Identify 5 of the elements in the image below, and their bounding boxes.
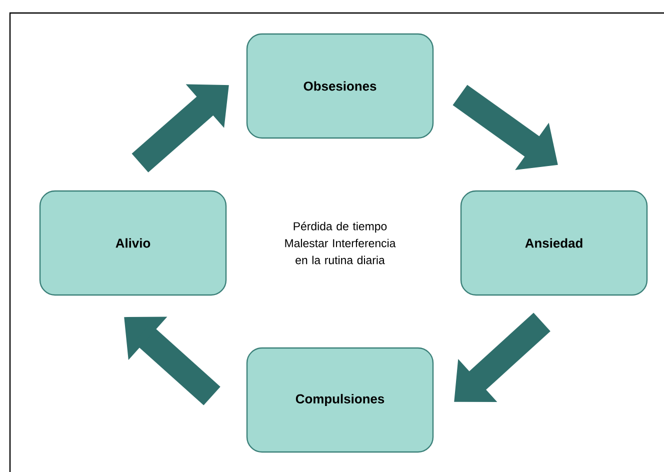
center-note: Pérdida de tiempo Malestar Interferencia en la rutina diaria [285, 222, 396, 264]
process-box: Compulsiones [246, 347, 434, 453]
process-box: Alivio [39, 190, 227, 296]
process-box: Ansiedad [460, 190, 648, 296]
process-box: Obsesiones [246, 33, 434, 139]
